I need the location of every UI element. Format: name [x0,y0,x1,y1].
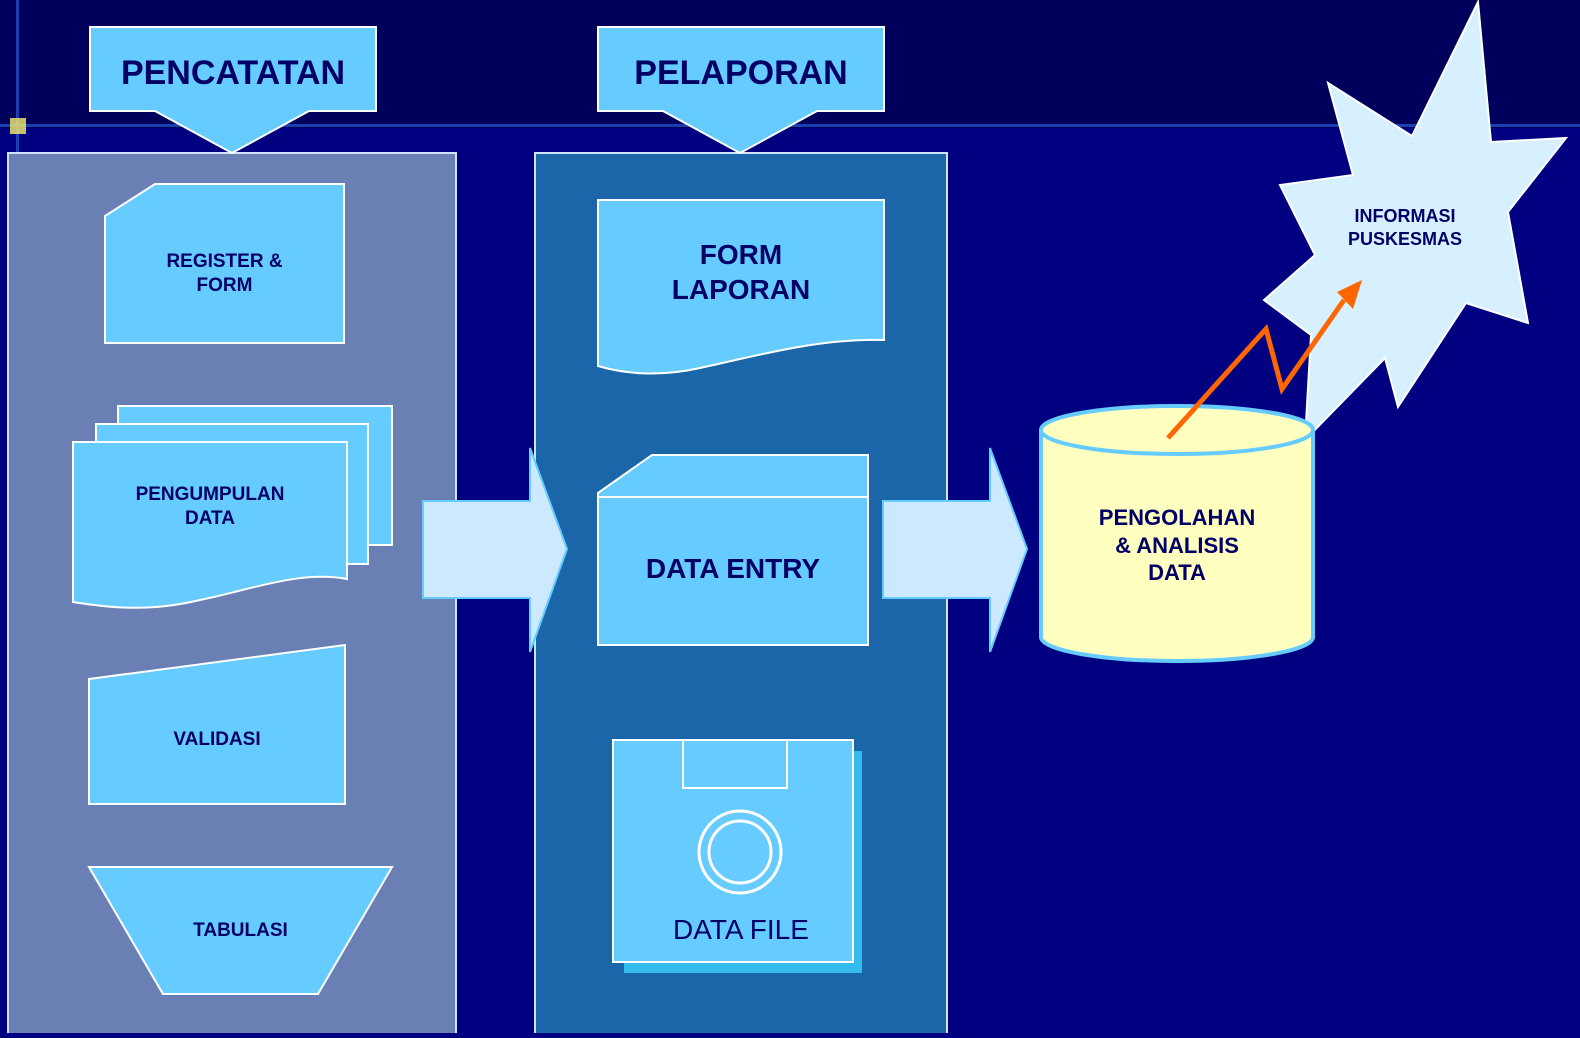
informasi-puskesmas-label: INFORMASI PUSKESMAS [1347,206,1463,249]
register-form-label: REGISTER & FORM [166,251,283,296]
register-form-shape [104,183,345,344]
flow-arrow-to-data-entry [422,447,569,653]
validasi-label: VALIDASI [173,729,261,750]
tabulasi-label: TABULASI [193,920,288,941]
lightning-link-arrow [1166,280,1362,440]
floppy-disk-icon [612,739,862,973]
pengolahan-label: PENGOLAHAN & ANALISIS DATA [1098,505,1256,585]
data-file-label: DATA FILE [673,914,809,945]
header-pencatatan-label: PENCATATAN [120,54,346,92]
data-entry-label: DATA ENTRY [645,553,821,584]
data-entry-shape [597,454,869,646]
header-callout-pelaporan [597,26,885,155]
validasi-shape [88,643,346,805]
header-callout-pencatatan [89,26,377,155]
pengumpulan-data-shape [72,405,393,609]
header-pelaporan-label: PELAPORAN [634,54,848,92]
pengumpulan-data-label: PENGUMPULAN DATA [135,484,285,529]
flow-arrow-to-pengolahan [882,447,1029,653]
corner-sparkle [10,118,26,134]
form-laporan-label: FORM LAPORAN [671,239,811,305]
form-laporan-shape [597,199,885,375]
tabulasi-shape [87,866,394,995]
